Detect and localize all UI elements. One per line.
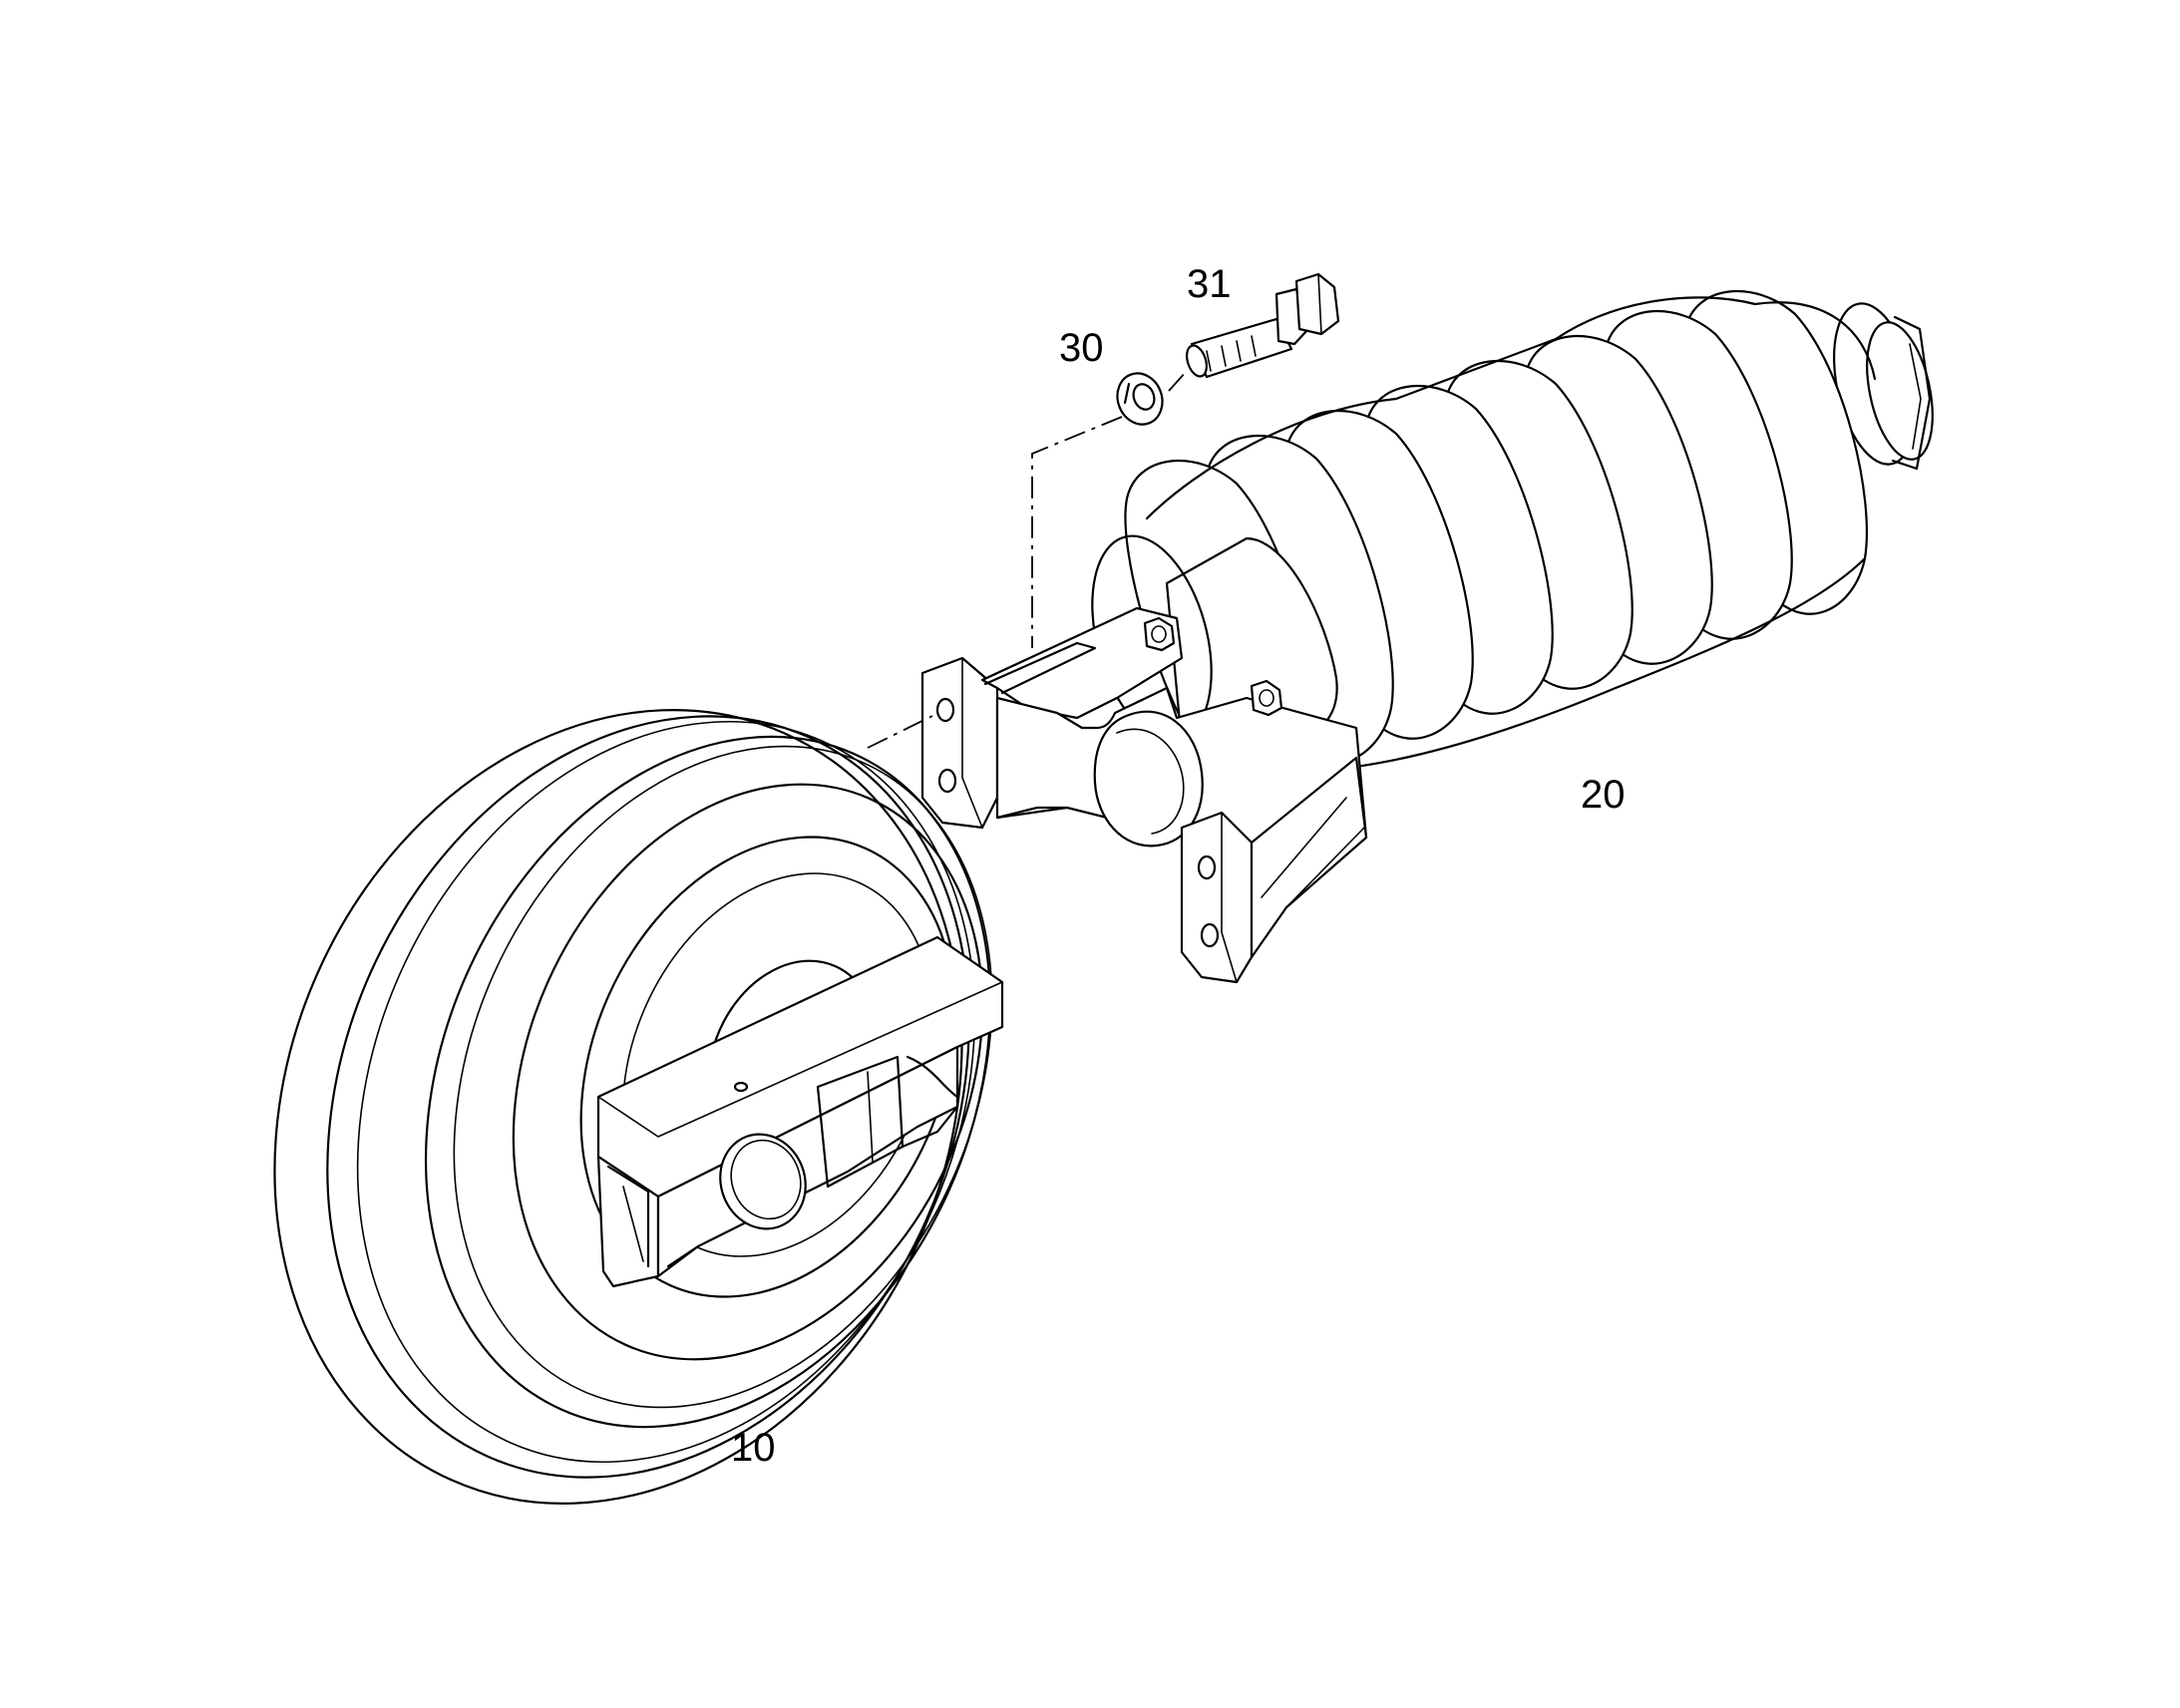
bracket-bolt-heads (1143, 616, 1283, 717)
recoil-spring-assembly (920, 290, 1934, 984)
callout-20: 20 (1581, 773, 1626, 817)
idler-wheel (273, 709, 1004, 1505)
callout-30: 30 (1059, 326, 1104, 370)
spring-bracket (920, 606, 1368, 984)
spring-end-cap (1833, 302, 1934, 471)
callout-31: 31 (1187, 262, 1232, 306)
lock-washer (1116, 372, 1164, 426)
hex-bolt (1186, 272, 1340, 379)
callout-10: 10 (731, 1426, 776, 1470)
assembly-center-lines (867, 370, 1188, 749)
idler-axle-bracket (596, 935, 1004, 1288)
